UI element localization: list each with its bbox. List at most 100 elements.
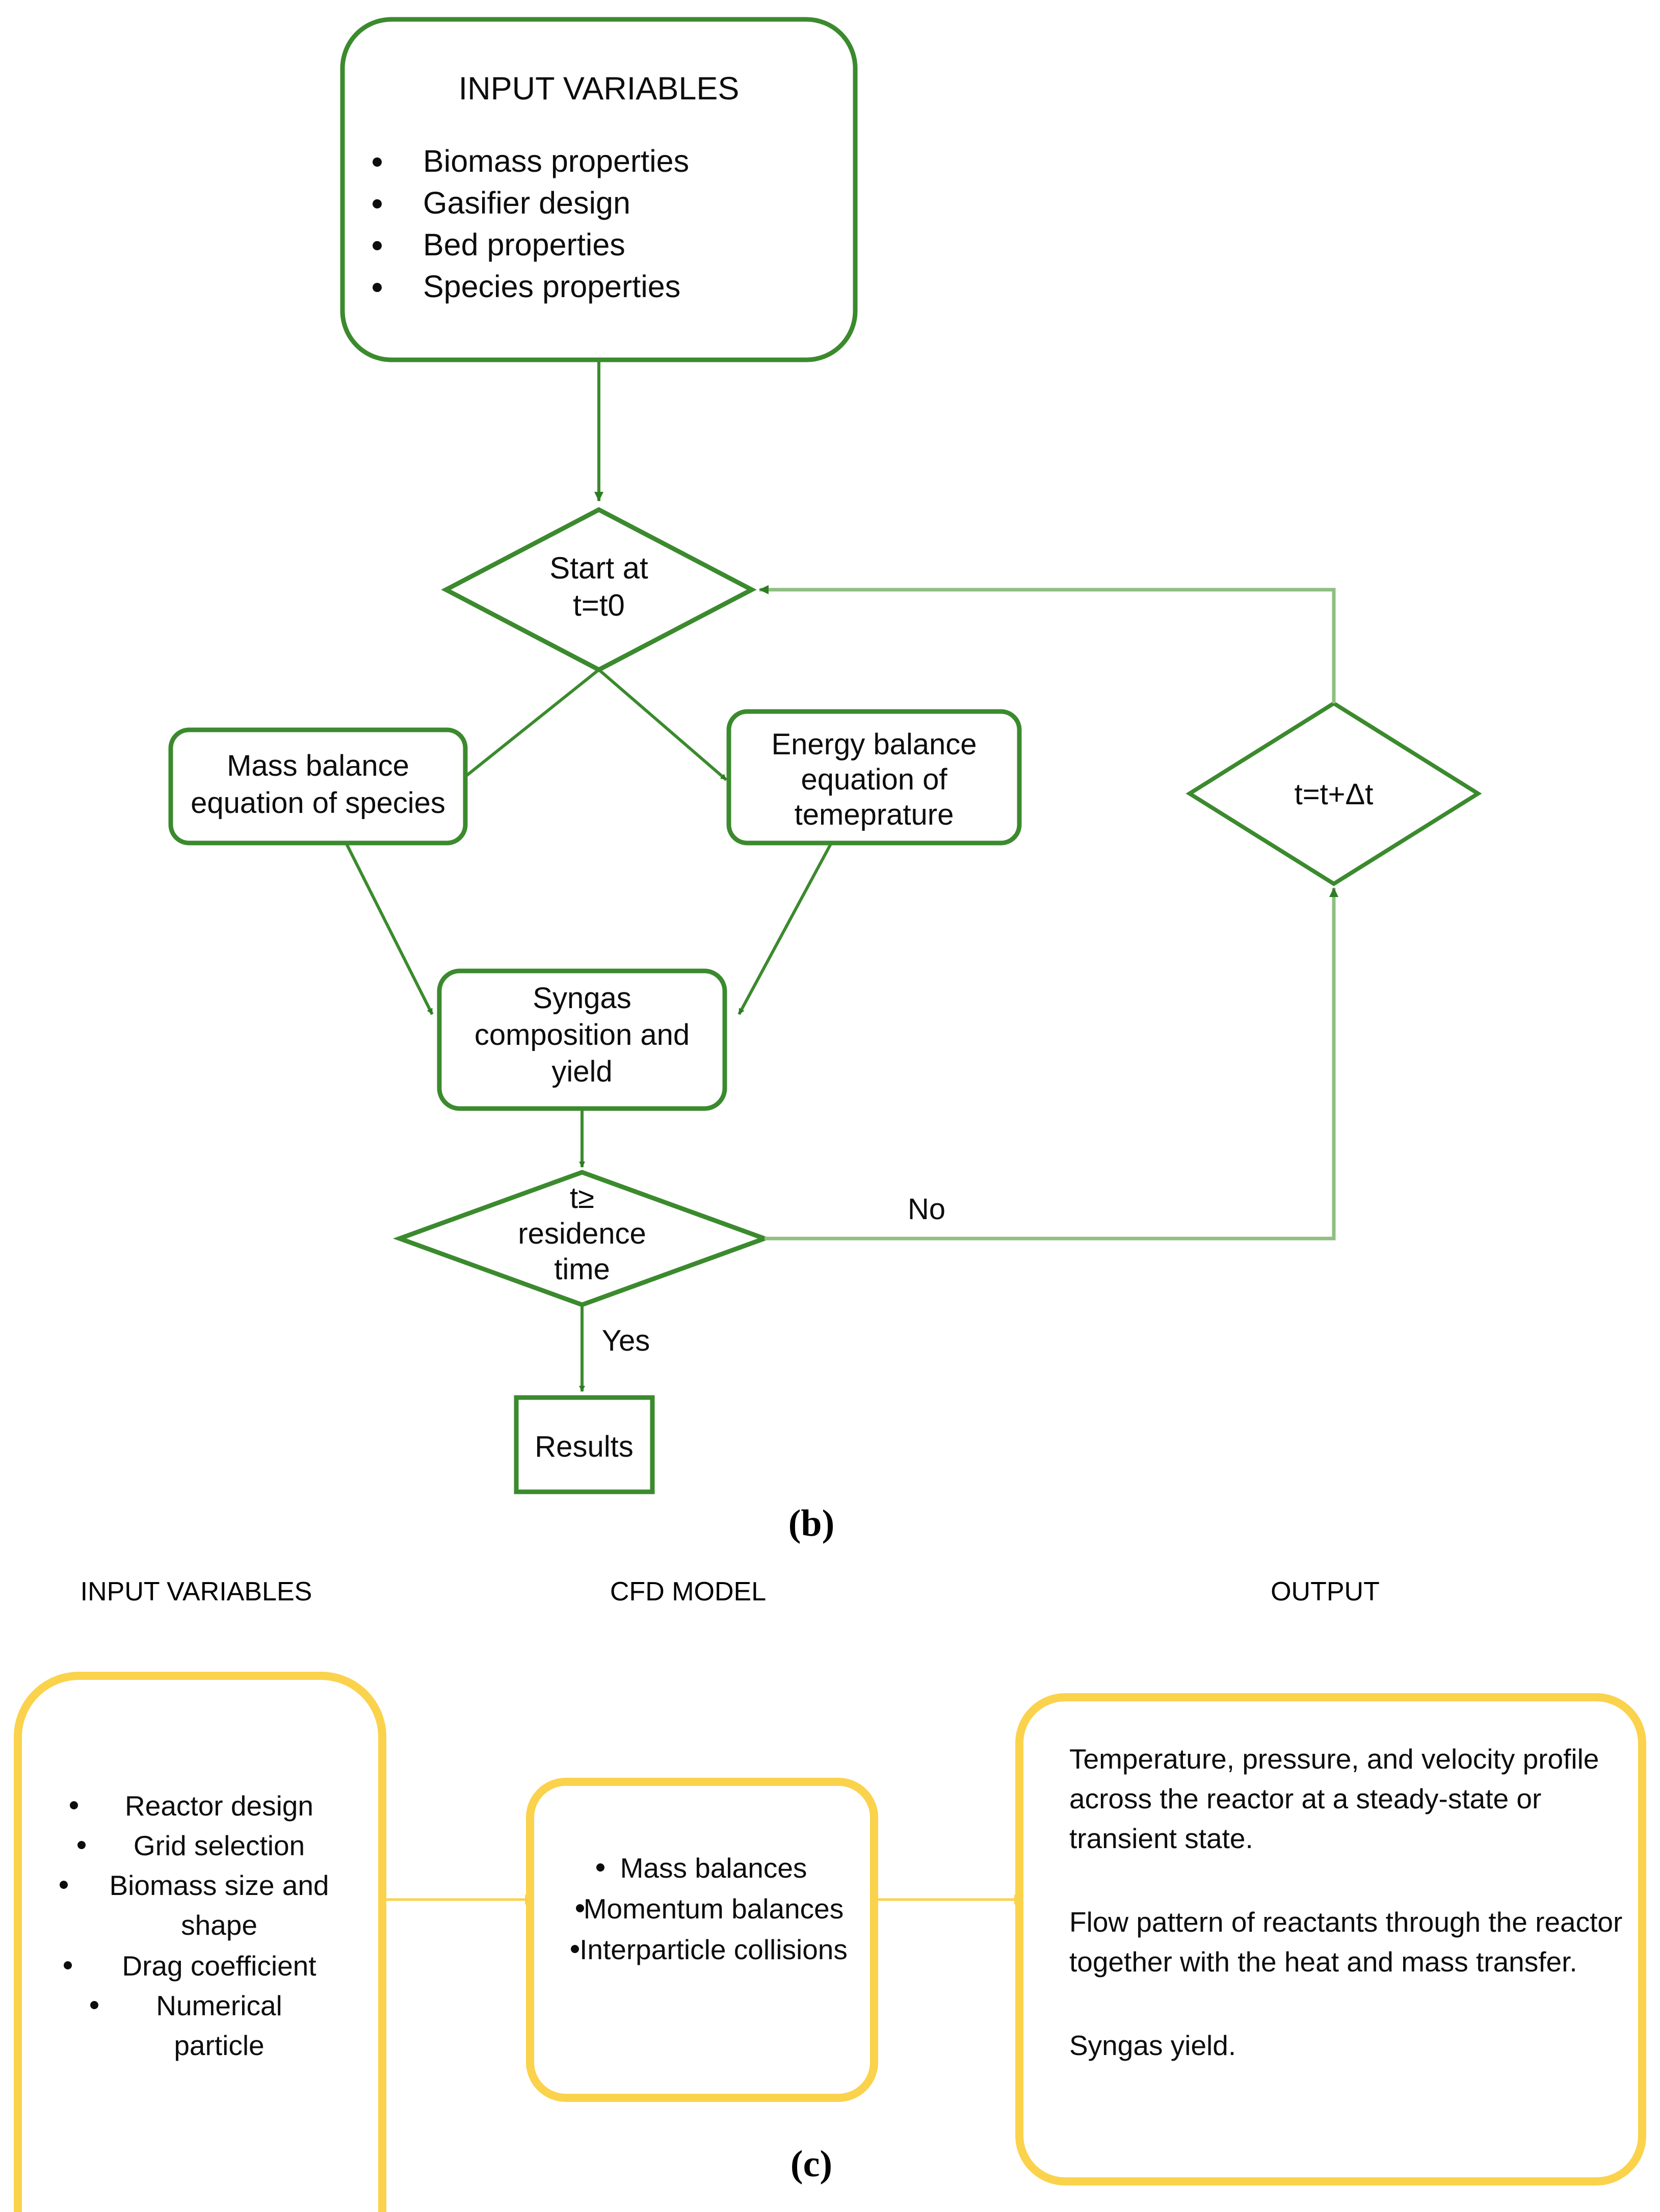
syngas-line-0: Syngas bbox=[533, 982, 631, 1015]
decision-line-0: t≥ bbox=[570, 1181, 594, 1215]
edge-energy-to-syngas bbox=[737, 843, 832, 1015]
energy-balance-line-2: temeprature bbox=[795, 798, 954, 831]
syngas-box: Syngas composition and yield bbox=[437, 968, 727, 1111]
bullet-dot-icon bbox=[576, 1904, 584, 1912]
input-variables-box: INPUT VARIABLES bbox=[340, 17, 858, 362]
bullet-dot-icon bbox=[373, 283, 382, 292]
list-item: Drag coefficient bbox=[64, 1950, 317, 1982]
list-item: Grid selection bbox=[77, 1830, 305, 1861]
results-box-shape bbox=[514, 1395, 655, 1494]
list-item: Interparticle collisions bbox=[571, 1934, 848, 1965]
output-p1-l1: together with the heat and mass transfer… bbox=[1069, 1946, 1577, 1978]
edge-loop-back-to-start bbox=[759, 585, 1336, 703]
list-item: Species properties bbox=[373, 269, 680, 304]
output-p0-l2: transient state. bbox=[1069, 1823, 1253, 1854]
start-line-0: Start at bbox=[549, 551, 648, 585]
panel-c-output-text: Temperature, pressure, and velocity prof… bbox=[1069, 1743, 1622, 2061]
energy-balance-line-1: equation of bbox=[801, 763, 947, 796]
edge-label-no: No bbox=[908, 1193, 945, 1226]
time-increment-label: t=t+Δt bbox=[1295, 778, 1374, 811]
edge-start-to-mass bbox=[460, 668, 600, 781]
panel-c-header-cfd: CFD MODEL bbox=[610, 1577, 766, 1607]
syngas-box-shape bbox=[437, 968, 727, 1111]
list-item: particle bbox=[174, 2030, 264, 2061]
panel-c-input-bullet-4: Drag coefficient bbox=[122, 1950, 316, 1982]
list-item: Bed properties bbox=[373, 227, 625, 262]
panel-c-header-output: OUTPUT bbox=[1271, 1577, 1380, 1607]
input-bullet-0: Biomass properties bbox=[423, 144, 689, 178]
bullet-dot-icon bbox=[77, 1841, 86, 1849]
syngas-line-2: yield bbox=[551, 1055, 612, 1088]
list-item: Gasifier design bbox=[373, 186, 630, 220]
output-p0-l0: Temperature, pressure, and velocity prof… bbox=[1069, 1743, 1599, 1775]
panel-c-output-box bbox=[1015, 1693, 1646, 2185]
mass-balance-shape bbox=[168, 727, 468, 846]
output-p2-l0: Syngas yield. bbox=[1069, 2030, 1236, 2061]
results-box: Results bbox=[514, 1395, 655, 1494]
energy-balance-box: Energy balance equation of temeprature bbox=[726, 709, 1022, 846]
panel-c-input-bullet-5: Numerical bbox=[156, 1990, 282, 2021]
mass-balance-box: Mass balance equation of species bbox=[168, 727, 468, 846]
output-p1-l0: Flow pattern of reactants through the re… bbox=[1069, 1906, 1622, 1938]
list-item: Mass balances bbox=[596, 1852, 807, 1884]
input-bullet-3: Species properties bbox=[423, 269, 680, 304]
decision-line-1: residence bbox=[518, 1217, 646, 1250]
bullet-dot-icon bbox=[90, 2001, 98, 2009]
panel-c-input-bullets: Reactor design Grid selection Biomass si… bbox=[60, 1790, 329, 2061]
bullet-dot-icon bbox=[373, 157, 382, 167]
panel-c-cfd-bullet-1: Momentum balances bbox=[584, 1893, 844, 1925]
panel-c-input-bullet-3: shape bbox=[181, 1909, 257, 1941]
output-p0-l1: across the reactor at a steady-state or bbox=[1069, 1783, 1541, 1814]
panel-c-cfd-bullets: Mass balances Momentum balances Interpar… bbox=[571, 1852, 848, 1965]
bullet-dot-icon bbox=[60, 1881, 68, 1889]
panel-c-input-bullet-6: particle bbox=[174, 2030, 264, 2061]
edge-label-yes: Yes bbox=[602, 1324, 650, 1357]
panel-c-header-input: INPUT VARIABLES bbox=[81, 1577, 312, 1607]
panel-c-output-box-shape bbox=[1015, 1693, 1646, 2185]
panel-c-cfd-bullet-2: Interparticle collisions bbox=[579, 1934, 848, 1965]
panel-c-input-bullet-1: Grid selection bbox=[134, 1830, 305, 1861]
list-item: shape bbox=[181, 1909, 257, 1941]
edge-start-to-energy bbox=[598, 668, 727, 781]
list-item: Biomass size and bbox=[60, 1869, 329, 1901]
bullet-dot-icon bbox=[571, 1945, 579, 1953]
list-item: Momentum balances bbox=[576, 1893, 844, 1925]
mass-balance-line-0: Mass balance bbox=[227, 749, 409, 782]
start-decision-node: Start at t=t0 bbox=[441, 507, 757, 673]
panel-b-label: (b) bbox=[788, 1503, 834, 1544]
input-variables-box-shape bbox=[340, 17, 858, 362]
results-label: Results bbox=[535, 1430, 633, 1463]
decision-line-2: time bbox=[554, 1253, 610, 1286]
bullet-dot-icon bbox=[70, 1801, 78, 1809]
panel-c-cfd-bullet-0: Mass balances bbox=[620, 1852, 807, 1884]
panel-c-input-box bbox=[14, 1672, 386, 2212]
panel-c-input-box-shape bbox=[14, 1672, 386, 2212]
list-item: Numerical bbox=[90, 1990, 282, 2021]
energy-balance-shape bbox=[726, 709, 1022, 846]
time-increment-node: t=t+Δt bbox=[1185, 701, 1482, 886]
bullet-dot-icon bbox=[373, 199, 382, 208]
syngas-line-1: composition and bbox=[475, 1018, 690, 1051]
list-item: Reactor design bbox=[70, 1790, 313, 1822]
bullet-dot-icon bbox=[64, 1961, 72, 1969]
mass-balance-line-1: equation of species bbox=[191, 786, 445, 820]
panel-c-cfd-box bbox=[526, 1778, 878, 2102]
input-variables-title: INPUT VARIABLES bbox=[459, 71, 740, 107]
residence-time-decision-node: t≥ residence time bbox=[392, 1170, 772, 1307]
start-line-1: t=t0 bbox=[573, 588, 625, 622]
energy-balance-line-0: Energy balance bbox=[771, 728, 977, 761]
list-item: Biomass properties bbox=[373, 144, 689, 178]
input-variables-bullet-list: Biomass properties Gasifier design Bed p… bbox=[373, 144, 689, 304]
time-increment-shape bbox=[1185, 701, 1482, 886]
bullet-dot-icon bbox=[596, 1863, 604, 1872]
panel-c-cfd-box-shape bbox=[526, 1778, 878, 2102]
edge-mass-to-syngas bbox=[345, 843, 434, 1015]
input-bullet-2: Bed properties bbox=[423, 227, 625, 262]
panel-c-input-bullet-2: Biomass size and bbox=[109, 1869, 329, 1901]
panel-c-input-bullet-0: Reactor design bbox=[125, 1790, 313, 1822]
panel-c-label: (c) bbox=[791, 2143, 832, 2185]
input-bullet-1: Gasifier design bbox=[423, 186, 630, 220]
edge-no-feedback bbox=[765, 887, 1338, 1241]
